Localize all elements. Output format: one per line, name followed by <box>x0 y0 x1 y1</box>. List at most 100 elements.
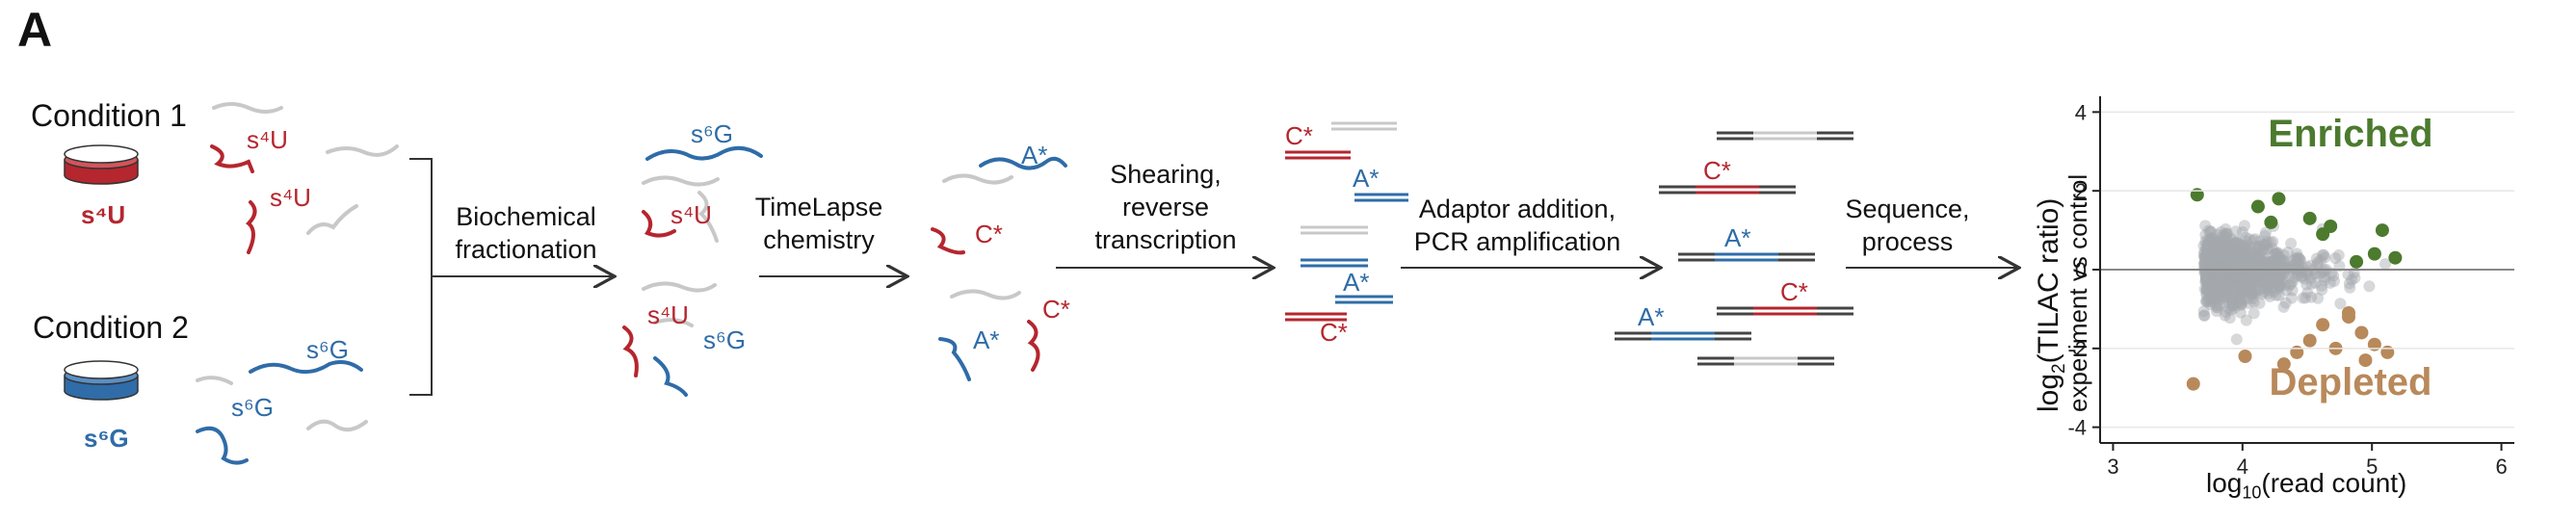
data-point <box>2217 252 2229 265</box>
data-point <box>2209 265 2221 277</box>
data-point <box>2261 270 2274 282</box>
data-point <box>2219 285 2231 298</box>
data-point <box>2319 251 2331 264</box>
rna-label-s4u: s⁴U <box>647 300 689 329</box>
data-point <box>2240 273 2252 286</box>
data-point <box>2208 287 2221 299</box>
data-point <box>2327 275 2340 288</box>
data-point <box>2247 247 2260 259</box>
cdna-label-c-star: C* <box>1320 318 1348 347</box>
data-point <box>2206 231 2219 244</box>
data-point <box>2223 257 2236 270</box>
data-point <box>2214 239 2226 251</box>
data-point <box>2213 239 2225 251</box>
data-point <box>2219 281 2231 294</box>
data-point <box>2273 262 2285 274</box>
data-point <box>2221 273 2233 286</box>
data-point <box>2219 273 2231 285</box>
data-point <box>2206 246 2219 258</box>
data-point <box>2218 274 2230 287</box>
data-point <box>2308 268 2321 280</box>
data-point <box>2209 270 2221 282</box>
rna-label-c-star: C* <box>1042 295 1070 324</box>
data-point <box>2205 262 2218 274</box>
data-point <box>2274 279 2286 292</box>
data-point <box>2201 233 2214 246</box>
data-point <box>2236 262 2248 274</box>
data-point <box>2224 248 2237 261</box>
data-point <box>2247 234 2260 247</box>
rna-label-s6g: s⁶G <box>703 325 746 354</box>
data-point <box>2216 273 2228 286</box>
data-point <box>2264 290 2276 302</box>
data-point <box>2221 265 2233 277</box>
data-point <box>2235 298 2247 310</box>
data-point <box>2222 302 2235 315</box>
data-point <box>2219 255 2231 268</box>
data-point <box>2236 282 2248 295</box>
data-point <box>2211 273 2223 285</box>
data-point <box>2199 272 2212 284</box>
data-point <box>2237 278 2249 291</box>
data-point <box>2263 282 2275 295</box>
data-point <box>2238 258 2250 271</box>
data-point <box>2211 256 2223 269</box>
data-point <box>2204 232 2217 245</box>
data-point <box>2270 259 2282 272</box>
data-point <box>2221 259 2233 272</box>
data-point <box>2210 270 2222 282</box>
data-point <box>2258 255 2271 268</box>
data-point <box>2236 262 2248 274</box>
data-point <box>2203 286 2216 299</box>
data-point <box>2228 289 2241 301</box>
data-point <box>2251 258 2264 271</box>
data-point <box>2245 273 2257 286</box>
data-point <box>2231 282 2244 295</box>
data-point <box>2219 258 2231 271</box>
data-point <box>2209 273 2221 286</box>
data-point <box>2215 225 2227 238</box>
data-point <box>2316 283 2328 296</box>
data-point <box>2247 257 2260 270</box>
rna-c-star-strand <box>931 227 965 255</box>
data-point <box>2227 262 2240 274</box>
data-point <box>2261 259 2274 272</box>
data-point <box>2272 275 2284 288</box>
rna-label-s4u: s⁴U <box>247 125 288 154</box>
data-point <box>2201 247 2214 260</box>
data-point <box>2237 282 2249 295</box>
data-point <box>2253 273 2266 286</box>
fragment-label-a-star: A* <box>1638 302 1664 331</box>
data-point <box>2233 259 2246 272</box>
data-point <box>2267 255 2279 268</box>
data-point <box>2244 273 2256 286</box>
data-point <box>2242 245 2254 257</box>
data-point <box>2207 273 2220 286</box>
data-point <box>2232 265 2245 277</box>
rna-label-a-star: A* <box>1021 141 1047 169</box>
data-point <box>2239 273 2251 286</box>
data-point <box>2200 288 2213 300</box>
rna-gray-strand <box>950 289 1021 300</box>
data-point <box>2230 270 2243 282</box>
condition-1-title: Condition 1 <box>31 98 187 133</box>
data-point <box>2211 228 2223 241</box>
panel-letter: A <box>17 3 53 57</box>
data-point <box>2207 262 2220 274</box>
data-point <box>2239 282 2251 295</box>
data-point <box>2200 271 2213 283</box>
data-point <box>2200 239 2213 251</box>
data-point <box>2240 262 2252 274</box>
data-point <box>2200 258 2213 271</box>
data-point <box>2239 272 2251 284</box>
data-point <box>2316 248 2328 261</box>
data-point <box>2262 287 2274 299</box>
data-point <box>2200 295 2213 307</box>
data-point <box>2227 252 2240 265</box>
data-point <box>2202 237 2215 249</box>
data-point <box>2239 239 2251 251</box>
data-point <box>2233 254 2246 267</box>
data-point <box>2242 286 2254 299</box>
rna-gray-strand <box>326 144 399 157</box>
data-point <box>2253 235 2266 247</box>
